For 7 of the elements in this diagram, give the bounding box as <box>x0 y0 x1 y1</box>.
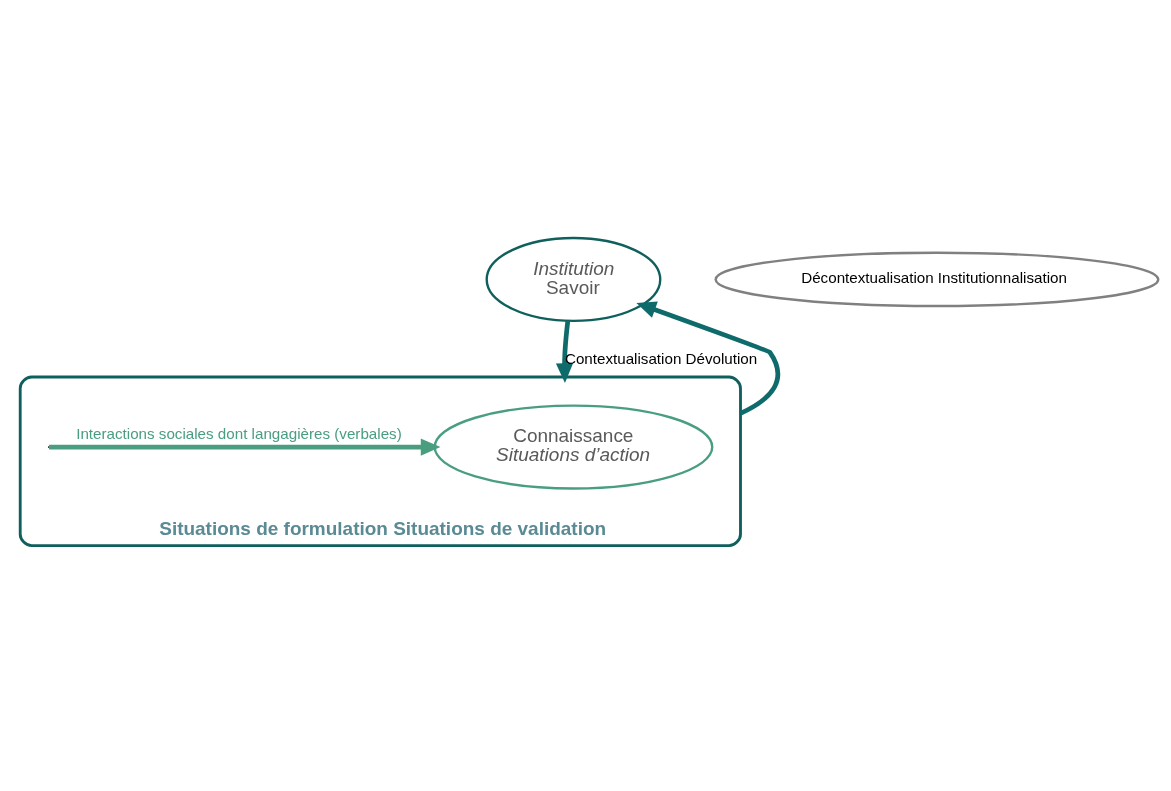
node-ellipse: Connaissance Situations d’action <box>433 404 714 490</box>
node-ellipse: Décontextualisation Institutionnalisation <box>714 251 1160 308</box>
arrow <box>49 438 441 456</box>
edge-label: Interactions sociales dont langagières (verbales) <box>76 425 402 443</box>
arrow <box>636 301 781 416</box>
arrow <box>555 320 574 383</box>
node-ellipse: Institution Savoir <box>485 236 662 323</box>
